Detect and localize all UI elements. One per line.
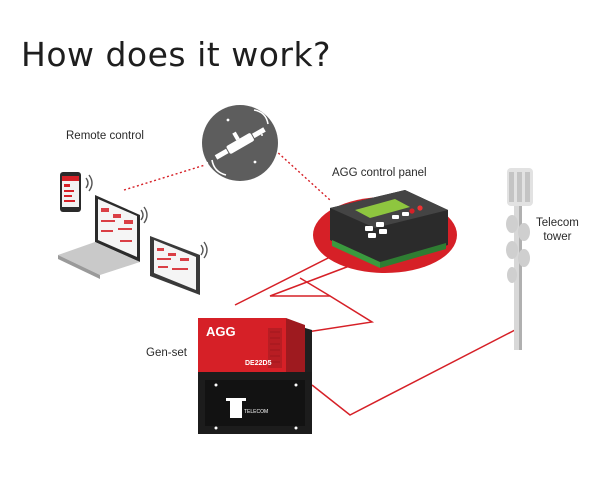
tablet-icon	[150, 236, 200, 295]
telecom-tower-icon	[506, 168, 533, 350]
genset-to-tower-line	[311, 329, 516, 416]
panel-to-genset-line-1	[234, 251, 341, 306]
laptop-icon	[58, 195, 140, 279]
panel-to-genset-line-3	[299, 277, 331, 297]
satellite-to-panel-link	[274, 149, 331, 201]
genset-model: DE22D5	[245, 360, 272, 367]
remote-to-satellite-link	[123, 164, 206, 191]
telecom-tower-label-line1: Telecom	[536, 217, 579, 229]
genset-telecom-badge: TELECOM	[244, 409, 268, 415]
gen-set-label: Gen-set	[146, 347, 187, 359]
smartphone-icon	[60, 172, 81, 212]
connection-lines	[123, 149, 516, 416]
generator-icon	[198, 318, 312, 434]
page-title: How does it work?	[21, 35, 332, 74]
remote-control-label: Remote control	[66, 130, 144, 142]
telecom-tower-label: Telecom tower	[536, 216, 579, 244]
control-panel-label: AGG control panel	[332, 167, 427, 179]
genset-brand: AGG	[206, 324, 236, 339]
satellite-icon	[202, 102, 278, 183]
telecom-tower-label-line2: tower	[543, 231, 572, 243]
control-panel-icon	[313, 190, 457, 273]
wifi-signal-icon	[85, 174, 208, 259]
